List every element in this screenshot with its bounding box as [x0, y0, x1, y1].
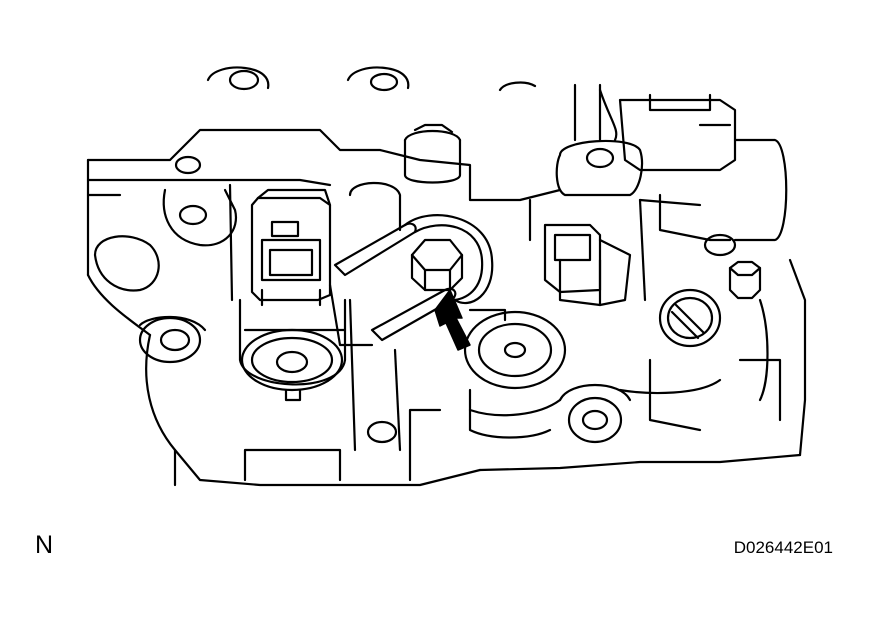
solenoid-connector [238, 188, 347, 402]
figure-code: D026442E01 [733, 538, 833, 557]
depth-contours [228, 183, 769, 452]
right-bores [366, 233, 782, 444]
center-bolt-boss [348, 123, 462, 232]
view-label: N [35, 531, 54, 559]
valve-body-outline [86, 128, 807, 487]
small-hex-bolt [728, 260, 762, 300]
upper-background-bosses [206, 66, 537, 92]
right-solenoid [618, 93, 788, 242]
left-recesses [93, 155, 238, 364]
indicator-arrow [434, 289, 471, 351]
upper-right-linkage [555, 83, 644, 197]
hex-bolt [410, 238, 464, 292]
valve-body-illustration [86, 66, 807, 487]
right-connector [543, 223, 632, 307]
center-port [463, 308, 567, 390]
slotted-plug [658, 288, 722, 348]
solenoid-bracket [328, 214, 494, 347]
